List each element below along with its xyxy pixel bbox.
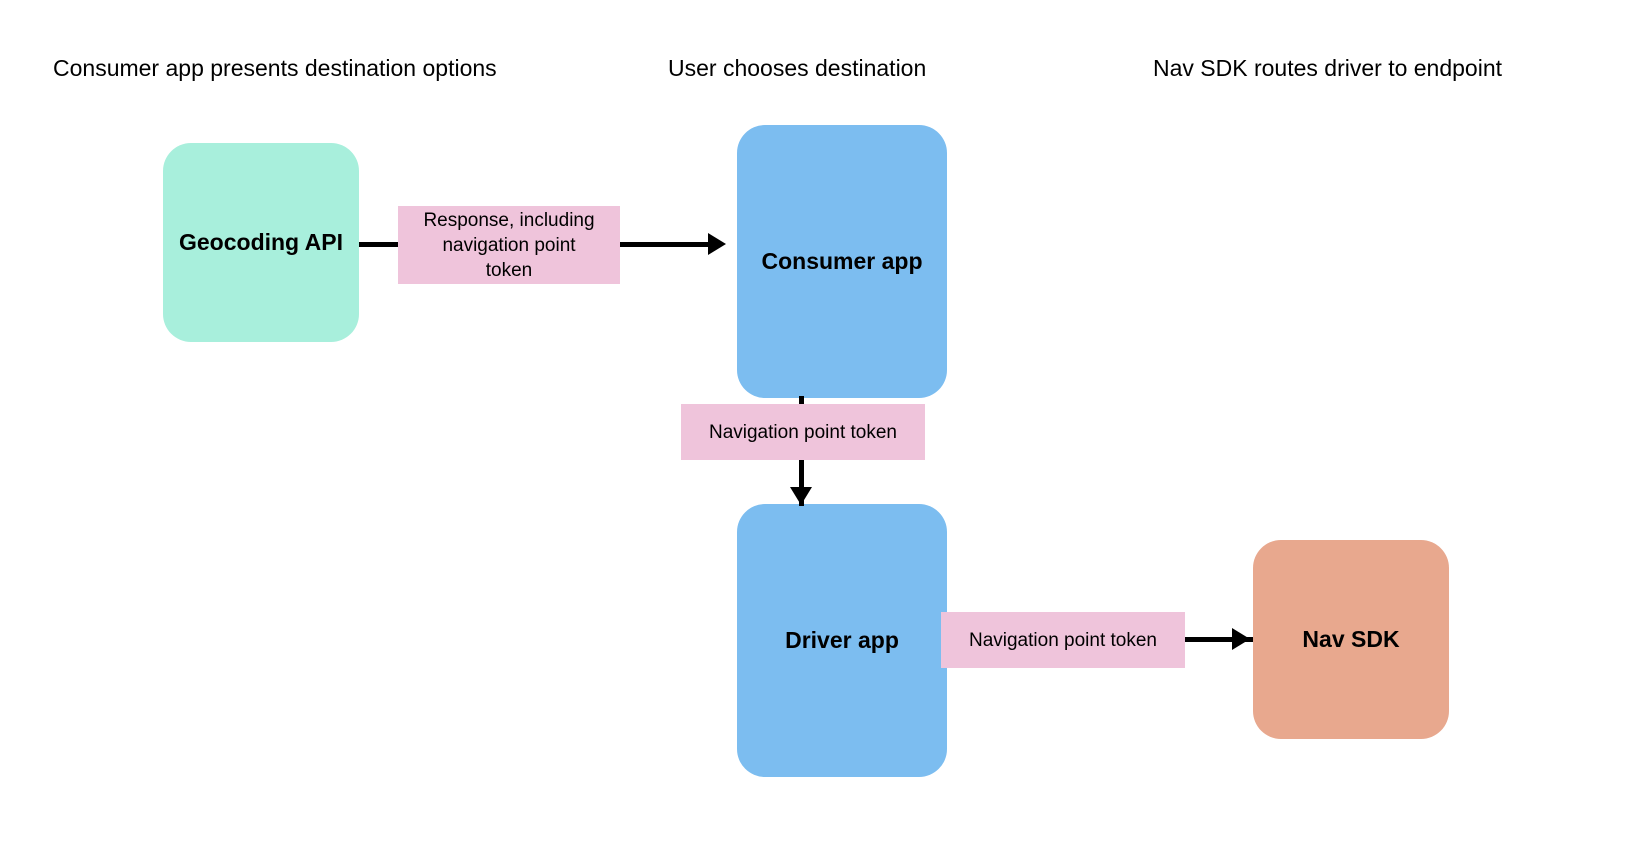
node-geocoding-api[interactable]: Geocoding API (163, 143, 359, 342)
node-consumer-app-label: Consumer app (761, 248, 923, 274)
connector-label-to-consumer (618, 242, 710, 247)
node-nav-sdk[interactable]: Nav SDK (1253, 540, 1449, 739)
connector-geocoding-to-label (359, 242, 401, 247)
edge-label-nav-token-horizontal-text: Navigation point token (968, 629, 1157, 651)
edge-label-response-line1: Response, including (423, 209, 595, 231)
node-geocoding-api-label: Geocoding API (179, 229, 343, 255)
arrowhead-to-nav-sdk (1232, 628, 1250, 650)
column-header-nav-sdk: Nav SDK routes driver to endpoint (1153, 55, 1503, 81)
edge-label-nav-token-horizontal: Navigation point token (941, 612, 1185, 668)
edge-label-nav-token-vertical: Navigation point token (681, 404, 925, 460)
edge-label-nav-token-vertical-text: Navigation point token (708, 421, 897, 443)
edge-label-response-line3: token (485, 259, 533, 281)
arrowhead-to-consumer-app (708, 233, 726, 255)
node-driver-app[interactable]: Driver app (737, 504, 947, 777)
edge-label-response: Response, including navigation point tok… (398, 206, 620, 284)
column-header-user-chooses: User chooses destination (668, 55, 927, 81)
node-consumer-app[interactable]: Consumer app (737, 125, 947, 398)
connector-label-to-nav-sdk (1183, 637, 1253, 642)
arrowhead-to-driver-app (790, 487, 812, 505)
edge-label-response-line2: navigation point (442, 234, 576, 256)
column-header-consumer-app: Consumer app presents destination option… (53, 55, 497, 81)
node-nav-sdk-label: Nav SDK (1302, 626, 1400, 652)
node-driver-app-label: Driver app (785, 627, 899, 653)
